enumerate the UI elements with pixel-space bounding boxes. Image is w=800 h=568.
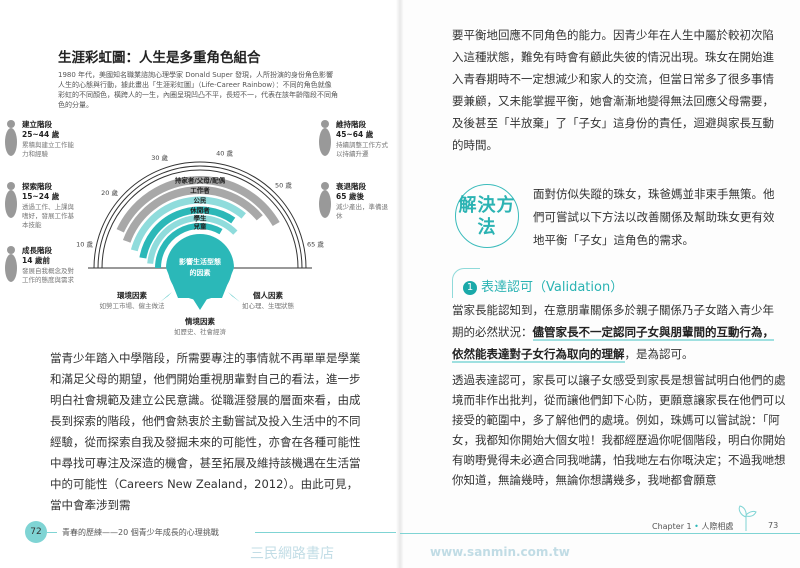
role-label: 工作者	[190, 186, 210, 195]
stage-title: 成長階段	[22, 245, 52, 255]
stage-title: 維持階段	[336, 119, 366, 129]
stage-desc: 力和經驗	[22, 149, 49, 158]
solution-text: 面對仿似失蹤的珠女，珠爸媽並非束手無策。他們可嘗試以下方法以改善關係及幫助珠女更…	[533, 187, 775, 247]
person-silhouette-icon	[319, 190, 331, 218]
stage-desc: 工作的態度與需求	[22, 275, 75, 284]
highlight-text: 儘管家長不一定認同子女與朋輩間的互動行為，依然能表達對子女行為取向的理解	[452, 325, 774, 363]
sprout-icon	[738, 505, 757, 531]
person-silhouette-icon	[321, 120, 329, 128]
age-tick: 65 歲	[307, 239, 324, 248]
age-arc	[101, 169, 299, 269]
footer-rule	[255, 532, 400, 533]
watermark-text: 三民網路書店	[250, 546, 334, 562]
role-band	[130, 196, 246, 252]
person-silhouette-icon	[5, 190, 17, 218]
paragraph: 當家長能認知到，在意朋輩關係多於親子關係乃子女踏入青少年期的必然狀況：儘管家長不…	[452, 299, 782, 365]
person-silhouette-icon	[319, 128, 331, 156]
person-silhouette-icon	[5, 128, 17, 156]
stage-desc: 持續調整工作方式	[336, 140, 389, 149]
role-label: 兒童	[194, 222, 208, 231]
age-tick: 50 歲	[275, 181, 292, 190]
person-silhouette-icon	[5, 254, 17, 282]
stage-age: 14 歲前	[22, 255, 51, 265]
center-circle	[168, 236, 232, 300]
age-tick: 10 歲	[76, 239, 93, 248]
person-silhouette-icon	[7, 182, 15, 190]
age-arc	[93, 161, 307, 269]
stage-desc: 累積與建立工作能	[22, 140, 75, 149]
role-label: 持家者/父母/配偶	[175, 176, 226, 185]
para-text: 當家長能認知到，在意朋輩關係多於親子關係乃子女踏入青少年期的必然狀況：	[452, 303, 774, 339]
role-band	[155, 223, 223, 269]
role-band	[122, 186, 263, 243]
role-band	[147, 215, 238, 264]
center-label: 的因素	[190, 268, 211, 277]
arrow-icon	[160, 292, 172, 302]
stage-age: 65 歲後	[336, 191, 365, 201]
age-arc	[97, 165, 303, 269]
stage-age: 45~64 歲	[336, 129, 374, 139]
section-heading: 生涯彩虹圖：人生是多重角色組合	[58, 50, 261, 66]
role-label: 學生	[194, 214, 208, 223]
stage-desc: 嗜好，發展工作基	[22, 211, 75, 220]
page-number: 72	[25, 521, 47, 543]
section-number: 1	[463, 281, 477, 295]
stage-age: 15~24 歲	[22, 191, 60, 201]
section-title: 1 表達認可（Validation）	[463, 276, 623, 295]
chapter-title: 人際相處	[701, 522, 734, 531]
role-band	[139, 206, 236, 259]
center-label: 影響生活型態	[179, 257, 221, 266]
stage-desc: 發展自我概念及對	[22, 266, 75, 275]
factor-title: 環境因素	[117, 290, 147, 300]
page-number: 73	[768, 521, 779, 530]
stage-desc: 本技能	[22, 220, 42, 229]
stage-title: 建立階段	[21, 119, 52, 129]
book-gutter	[396, 0, 404, 568]
body-text: 當青少年踏入中學階段，所需要專注的事情就不再單單是學業和滿足父母的期望，他們開始…	[50, 351, 361, 512]
para-text: ，是為認可。	[624, 347, 694, 361]
person-silhouette-icon	[321, 182, 329, 190]
arrow-icon	[228, 292, 240, 302]
age-tick: 40 歲	[216, 149, 233, 158]
stage-title: 衰退階段	[335, 181, 366, 191]
footer-rule	[47, 532, 57, 533]
factor-title: 情境因素	[184, 316, 215, 326]
intro-text: 1980 年代，美國知名職業諮詢心理學家 Donald Super 發現，人所扮…	[58, 71, 338, 109]
factor-desc: 如勞工市場、僱主做法	[100, 301, 166, 310]
factor-desc: 如心理、生理狀態	[242, 301, 295, 310]
stage-desc: 以持續升遷	[336, 149, 369, 158]
section-title-text: 表達認可（Validation）	[481, 280, 624, 295]
stage-desc: 休	[336, 211, 343, 220]
footer-chapter: Chapter 1 • 人際相處	[652, 522, 734, 531]
section-bracket	[452, 268, 480, 298]
person-silhouette-icon	[7, 246, 15, 254]
body-text: 要平衡地回應不同角色的能力。因青少年在人生中屬於較初次陷入這種狀態，難免有時會有…	[452, 28, 774, 152]
chapter-label: Chapter 1	[652, 522, 692, 531]
running-title: 青春的歷練——20 個青少年成長的心理挑戰	[62, 528, 219, 537]
footer-rule	[400, 533, 800, 534]
factor-desc: 如歷史、社會經濟	[174, 327, 227, 336]
person-silhouette-icon	[7, 120, 15, 128]
factor-title: 個人因素	[252, 290, 283, 300]
age-tick: 20 歲	[101, 188, 118, 197]
stage-desc: 減少產出，準備退	[336, 202, 389, 211]
watermark-url: www.sanmin.com.tw	[430, 545, 570, 559]
stage-age: 25~44 歲	[22, 129, 60, 139]
stage-desc: 透過工作、上課與	[22, 202, 75, 211]
paragraph: 透過表達認可，家長可以讓子女感受到家長是想嘗試明白他們的處境而非作出批判，從而讓…	[452, 373, 786, 487]
role-label: 休閒者	[189, 206, 210, 215]
age-tick: 30 歲	[151, 153, 168, 162]
arrow-icon	[193, 299, 207, 310]
left-page: 生涯彩虹圖：人生是多重角色組合 1980 年代，美國知名職業諮詢心理學家 Don…	[5, 50, 400, 543]
role-label: 公民	[194, 197, 208, 205]
stage-title: 探索階段	[22, 181, 52, 191]
role-band	[116, 176, 280, 233]
solution-badge: 解決方法	[455, 184, 519, 248]
